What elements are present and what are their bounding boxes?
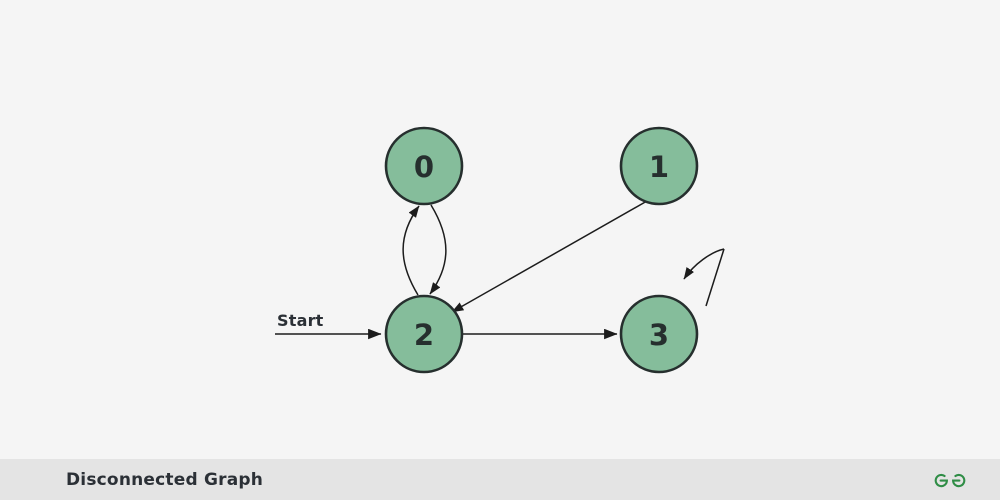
edge-1-to-2 (451, 200, 648, 313)
node-2[interactable]: 2 (384, 294, 464, 374)
node-0[interactable]: 0 (384, 126, 464, 206)
graph-svg: Start (275, 126, 725, 374)
edge-2-to-0 (402, 205, 420, 296)
node-1-circle[interactable] (619, 126, 699, 206)
node-2-circle[interactable] (384, 294, 464, 374)
diagram-canvas: Start (275, 126, 725, 374)
geeksforgeeks-logo-icon (934, 473, 966, 487)
node-1[interactable]: 1 (619, 126, 699, 206)
self-loop-outgoing-path (705, 248, 725, 307)
self-loop-incoming-path (683, 248, 725, 280)
footer-caption: Disconnected Graph (66, 469, 264, 490)
node-2-label: 2 (414, 318, 434, 352)
node-3-circle[interactable] (619, 294, 699, 374)
edge-3-self-loop (683, 248, 725, 307)
node-0-label: 0 (414, 150, 434, 184)
edge-0-to-2-path (429, 204, 447, 295)
edge-1-to-2-path (451, 200, 648, 313)
node-1-label: 1 (649, 150, 669, 184)
start-label: Start (277, 311, 324, 330)
node-3[interactable]: 3 (619, 294, 699, 374)
node-0-circle[interactable] (384, 126, 464, 206)
edge-2-to-0-path (402, 205, 420, 296)
edge-0-to-2 (429, 204, 447, 295)
geeksforgeeks-logo (932, 470, 968, 490)
node-3-label: 3 (649, 318, 669, 352)
footer-bar: Disconnected Graph (0, 459, 1000, 500)
